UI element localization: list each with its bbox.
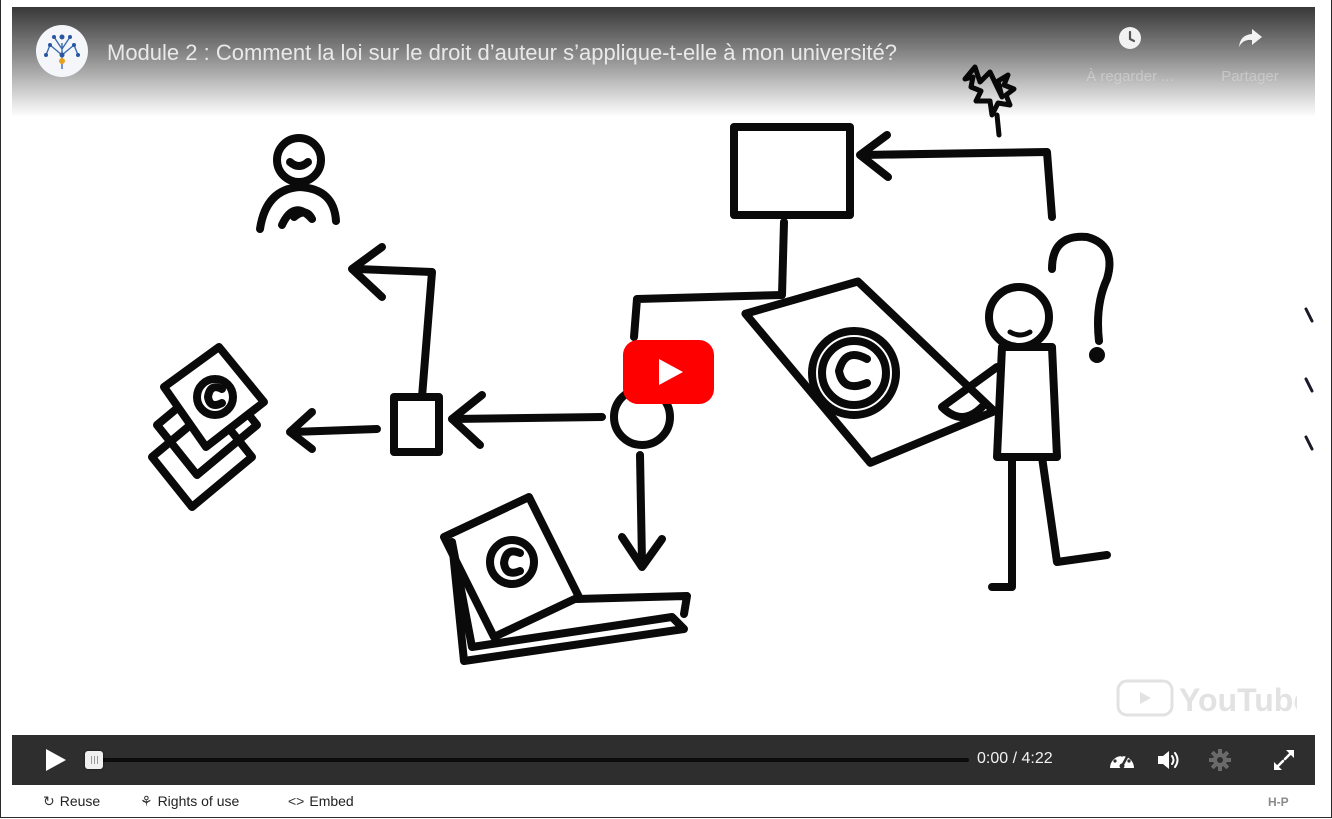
play-button[interactable] [34, 735, 76, 785]
rights-of-use-label: Rights of use [157, 793, 240, 809]
h5p-logo[interactable]: H-P [1268, 795, 1289, 809]
fullscreen-icon [1274, 750, 1294, 770]
speedometer-icon [1110, 753, 1134, 769]
code-icon: <> [288, 793, 305, 809]
volume-button[interactable] [1149, 735, 1189, 785]
youtube-watermark[interactable]: YouTube [1115, 675, 1311, 719]
reuse-button[interactable]: ↻Reuse [43, 793, 100, 810]
rights-of-use-button[interactable]: ⚘Rights of use [140, 793, 239, 810]
embed-button[interactable]: <>Embed [288, 793, 354, 809]
play-video-button[interactable] [623, 340, 714, 404]
volume-icon [1158, 751, 1179, 769]
video-area[interactable]: Module 2 : Comment la loi sur le droit d… [12, 7, 1315, 735]
progress-handle[interactable] [85, 751, 103, 769]
youtube-logo-icon: YouTube [1116, 679, 1311, 718]
refresh-icon: ↻ [43, 793, 55, 809]
play-icon [46, 749, 66, 771]
video-title[interactable]: Module 2 : Comment la loi sur le droit d… [107, 40, 897, 65]
maple-network-icon [44, 34, 80, 69]
youtube-wordmark: YouTube [1179, 682, 1297, 718]
time-display: 0:00 / 4:22 [977, 750, 1053, 767]
youtube-play-icon [623, 340, 714, 404]
title-overlay [12, 7, 1315, 117]
reuse-label: Reuse [59, 793, 101, 809]
gear-icon [1209, 749, 1231, 771]
settings-button[interactable] [1200, 735, 1240, 785]
share-label: Partager [1221, 68, 1279, 85]
handshake-icon: ⚘ [140, 793, 153, 809]
playback-rate-button[interactable] [1102, 735, 1142, 785]
whiteboard-illustration [148, 64, 1314, 665]
watch-later-button[interactable]: À regarder ... [1075, 25, 1185, 85]
share-icon [1239, 29, 1262, 47]
progress-bar[interactable] [94, 758, 969, 762]
share-button[interactable]: Partager [1195, 25, 1305, 85]
embed-label: Embed [309, 793, 354, 809]
channel-logo[interactable] [36, 25, 88, 77]
h5p-footer: ↻Reuse ⚘Rights of use <>Embed H-P [12, 786, 1315, 817]
fullscreen-button[interactable] [1264, 735, 1304, 785]
clock-icon [1119, 27, 1141, 49]
watch-later-label: À regarder ... [1086, 68, 1174, 85]
player-controls: 0:00 / 4:22 [12, 735, 1315, 785]
